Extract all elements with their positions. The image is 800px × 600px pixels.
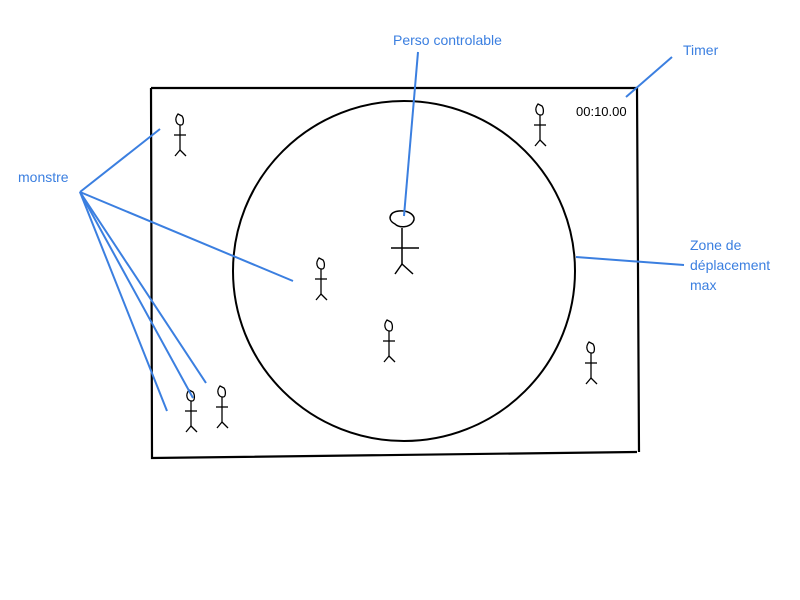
player-head	[389, 210, 415, 228]
monster-annotation-line	[79, 191, 168, 412]
monster	[534, 103, 547, 147]
monster	[383, 319, 396, 363]
player-character	[389, 210, 419, 275]
timer-annotation-line	[625, 56, 673, 98]
timer-display: 00:10.00	[576, 104, 627, 119]
monster-annotation-line	[79, 191, 194, 399]
player-annotation-line	[403, 51, 419, 217]
movement-zone-circle	[232, 100, 576, 442]
zone-label-line: Zone de	[690, 237, 742, 253]
monster-annotation-label: monstre	[18, 169, 69, 185]
monster	[174, 113, 187, 157]
zone-label-line: déplacement	[690, 257, 771, 273]
monster	[216, 385, 229, 429]
monster	[315, 257, 328, 301]
monster-annotation-line	[79, 191, 294, 282]
monster-annotation-line	[79, 191, 207, 384]
monster	[185, 389, 198, 433]
monster	[585, 341, 598, 385]
zone-annotation-line	[575, 256, 685, 266]
zone-label-line: max	[690, 277, 717, 293]
player-annotation-label: Perso controlable	[393, 32, 502, 48]
monster-annotation-line	[79, 128, 161, 193]
zone-annotation-label: Zone de déplacement max	[690, 235, 770, 295]
timer-annotation-label: Timer	[683, 42, 719, 58]
